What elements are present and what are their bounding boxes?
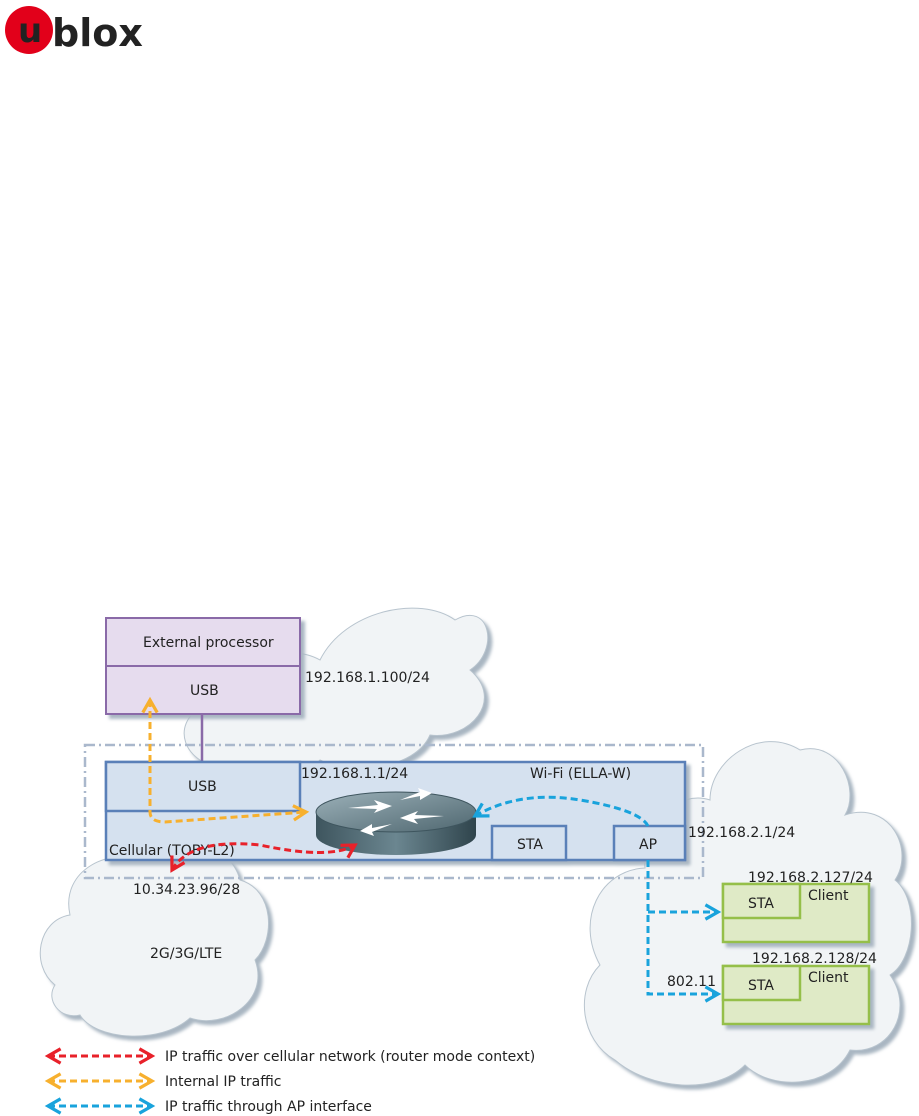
external-processor-title: External processor [143,635,274,651]
logo-u: u [18,11,42,51]
legend-internal-label: Internal IP traffic [165,1074,281,1090]
ap-internal-traffic-path [472,795,650,827]
router-ip: 192.168.1.1/24 [301,766,408,782]
client-ip-2: 192.168.2.128/24 [752,951,877,967]
legend-cellular-label: IP traffic over cellular network (router… [165,1049,535,1065]
client-sta-label-1: STA [748,896,774,912]
client-title-1: Client [808,888,849,904]
legend-ap-label: IP traffic through AP interface [165,1099,372,1115]
module-outline [83,743,705,880]
client-sta-label-2: STA [748,978,774,994]
module-sta-label: STA [517,837,543,853]
internal-traffic-path [141,696,310,824]
ap-ip: 192.168.2.1/24 [688,825,795,841]
client-sta-box-2 [721,964,802,1002]
client-sta-box-1 [721,882,802,920]
wifi-standard-label: 802.11 [667,974,716,990]
cellular-ip: 10.34.23.96/28 [133,882,240,898]
ublox-logo: u blox [5,6,143,55]
module-ap-box [612,824,687,862]
module-usb-label: USB [188,779,217,795]
logo-text: blox [52,11,143,55]
router-icon [315,788,477,855]
cellular-network-label: 2G/3G/LTE [150,946,222,962]
cellular-module-label: Cellular (TOBY-L2) [109,843,235,859]
logo-mark [5,6,53,54]
client-ip-1: 192.168.2.127/24 [748,870,873,886]
module-sta-box [490,824,568,862]
cloud-cellular-network [39,842,269,1037]
module-ap-label: AP [639,837,657,853]
cellular-traffic-path [170,842,358,873]
client-title-2: Client [808,970,849,986]
external-usb-label: USB [190,683,219,699]
wifi-module-label: Wi-Fi (ELLA-W) [530,766,631,782]
legend: IP traffic over cellular network (router… [44,1047,535,1115]
ap-traffic-path-client-2 [646,860,722,1003]
external-processor-ip: 192.168.1.100/24 [305,670,430,686]
